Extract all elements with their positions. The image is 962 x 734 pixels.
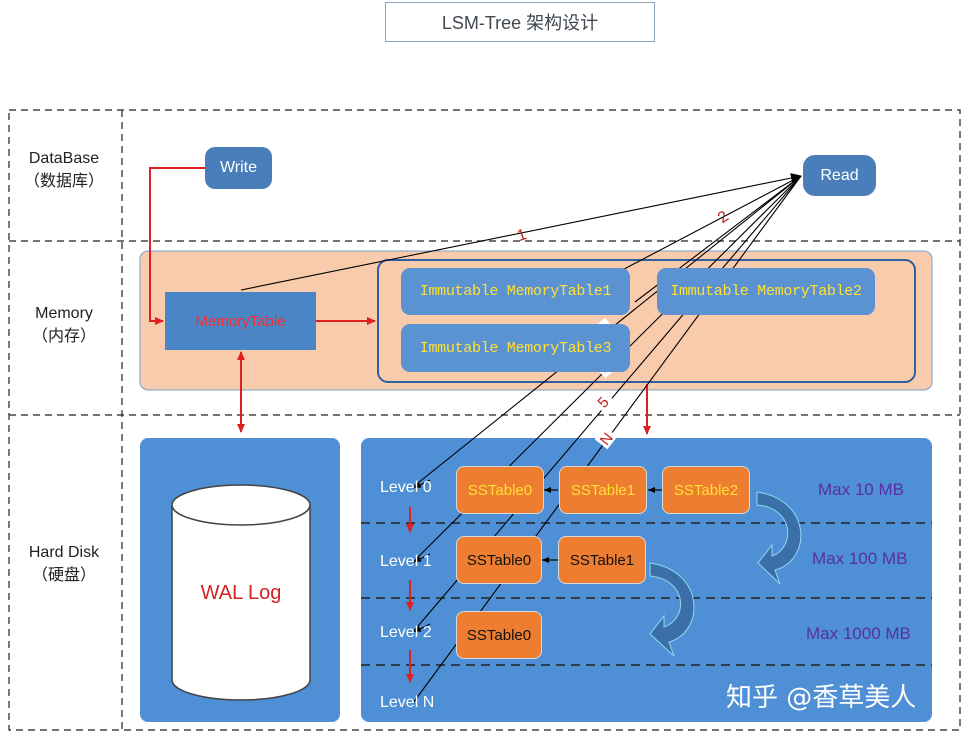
immutable-memorytable-1: Immutable MemoryTable1 — [401, 268, 630, 315]
memory-table: MemoryTable — [165, 292, 316, 350]
write-node: Write — [205, 147, 272, 189]
diagram-title: LSM-Tree 架构设计 — [385, 2, 655, 42]
max-size-level0: Max 10 MB — [818, 480, 904, 499]
immutable-memorytable-3: Immutable MemoryTable3 — [401, 324, 630, 372]
read-node: Read — [803, 155, 876, 196]
level0-sstable2: SSTable2 — [662, 466, 750, 514]
level0-sstable1: SSTable1 — [559, 466, 647, 514]
level0-sstable0: SSTable0 — [456, 466, 544, 514]
row-label-database: DataBase （数据库） — [23, 150, 104, 190]
path-label-1: 1 — [515, 226, 529, 245]
row-label-memory: Memory （内存） — [31, 305, 96, 345]
wal-cylinder — [171, 484, 311, 701]
watermark: 知乎 @香草美人 — [726, 683, 917, 713]
level2-sstable0: SSTable0 — [456, 611, 542, 659]
compaction-arrow-0 — [756, 491, 802, 585]
immutable-group — [377, 259, 916, 383]
wal-log-label: WAL Log — [200, 582, 282, 604]
level-1-label: Level 1 — [380, 553, 432, 570]
immutable-memorytable-2: Immutable MemoryTable2 — [657, 268, 875, 315]
max-size-level1: Max 100 MB — [812, 549, 908, 568]
level-n-label: Level N — [380, 694, 435, 711]
row-label-disk: Hard Disk （硬盘） — [28, 544, 100, 584]
compaction-arrow-1 — [649, 562, 695, 657]
level1-sstable0: SSTable0 — [456, 536, 542, 584]
max-size-level2: Max 1000 MB — [806, 624, 911, 643]
path-label-2: 2 — [715, 208, 732, 227]
level1-sstable1: SSTable1 — [558, 536, 646, 584]
level-0-label: Level 0 — [380, 479, 432, 496]
level-2-label: Level 2 — [380, 624, 432, 641]
row-frames — [8, 109, 961, 731]
